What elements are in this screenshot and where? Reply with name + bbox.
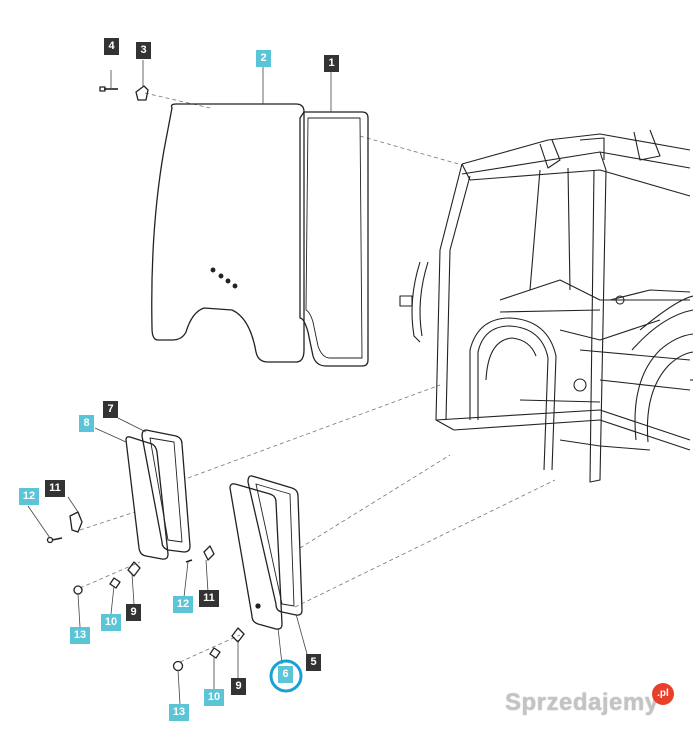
callout-11: 11	[199, 590, 219, 607]
callout-8: 8	[79, 415, 94, 432]
door-seal-part-1	[299, 111, 369, 367]
callout-13: 13	[70, 627, 90, 644]
callout-13: 13	[169, 704, 189, 721]
callout-6-highlight-ring	[269, 659, 303, 693]
callout-10: 10	[101, 614, 121, 631]
hinge-part-3-4	[99, 85, 149, 101]
callout-9: 9	[126, 604, 141, 621]
watermark-badge: .pl	[652, 683, 674, 705]
leader-lines	[27, 60, 332, 705]
small-glass-part-8	[125, 436, 169, 560]
callout-3: 3	[136, 42, 151, 59]
rear-glass-part-6	[229, 483, 283, 630]
small-seal-part-7	[141, 429, 191, 553]
callout-12: 12	[173, 596, 193, 613]
callout-10: 10	[204, 689, 224, 706]
watermark-text: Sprzedajemy	[505, 689, 659, 716]
callout-6: 6	[278, 666, 293, 683]
callout-2: 2	[256, 50, 271, 67]
door-glass-part-2	[151, 103, 305, 363]
assembly-lines	[79, 92, 556, 663]
callout-12: 12	[19, 488, 39, 505]
callout-1: 1	[324, 55, 339, 72]
callout-5: 5	[306, 654, 321, 671]
hardware-group-a	[46, 511, 215, 595]
callout-4: 4	[104, 38, 119, 55]
callout-7: 7	[103, 401, 118, 418]
callout-11: 11	[45, 480, 65, 497]
cab-frame	[399, 129, 693, 483]
callout-9: 9	[231, 678, 246, 695]
